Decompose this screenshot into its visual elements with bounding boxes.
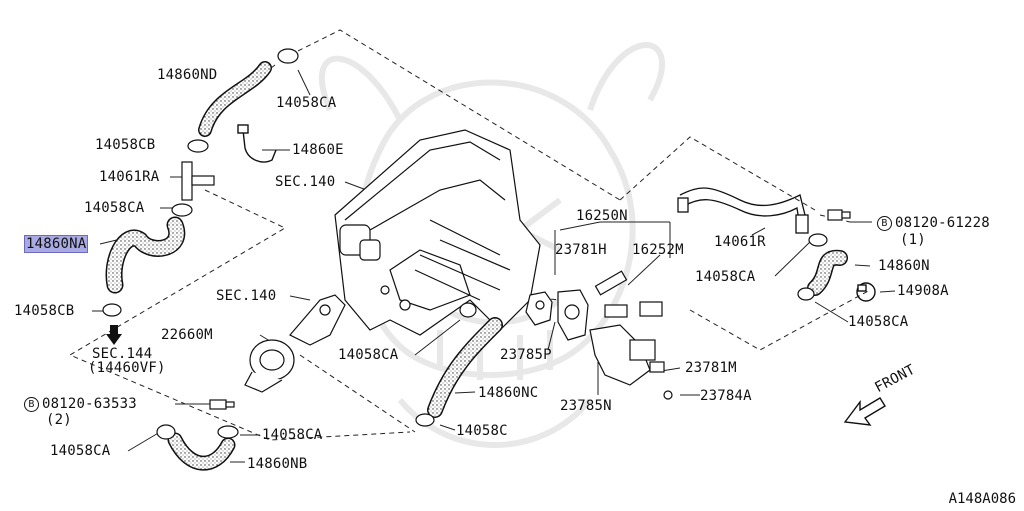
part-label-23785p[interactable]: 23785P [500, 347, 552, 363]
part-label-14058cb[interactable]: 14058CB [14, 303, 75, 319]
part-label-23784a[interactable]: 23784A [700, 388, 752, 404]
part-label-14860e[interactable]: 14860E [292, 142, 344, 158]
part-label-14860nd[interactable]: 14860ND [157, 67, 218, 83]
down-arrow-icon [106, 325, 122, 345]
bolt-part-number: 08120-63533 [42, 396, 137, 412]
clamps [102, 48, 828, 440]
clamp-14908a [856, 282, 876, 302]
bolt-marker-b-icon: B [877, 216, 892, 231]
intake-manifold [334, 129, 541, 336]
hose-14860nc [427, 317, 503, 418]
part-label-14058ca[interactable]: 14058CA [276, 95, 337, 111]
iacv-assembly [525, 270, 673, 400]
part-label-14058ca[interactable]: 14058CA [848, 314, 909, 330]
part-label-14860nb[interactable]: 14860NB [247, 456, 308, 472]
part-label-14058c[interactable]: 14058C [456, 423, 508, 439]
part-label-16250n[interactable]: 16250N [576, 208, 628, 224]
pipe-14061r [677, 187, 809, 234]
section-ref-sec144-sub: (14460VF) [88, 360, 166, 376]
part-label-23781m[interactable]: 23781M [685, 360, 737, 376]
part-label-14860n[interactable]: 14860N [878, 258, 930, 274]
part-label-14908a[interactable]: 14908A [897, 283, 949, 299]
valve-22660m [244, 294, 346, 393]
part-label-14058cb[interactable]: 14058CB [95, 137, 156, 153]
part-label-14058ca[interactable]: 14058CA [338, 347, 399, 363]
section-ref-sec144[interactable]: SEC.144 [92, 346, 153, 362]
front-arrow-icon [843, 397, 886, 426]
part-label-14058ca[interactable]: 14058CA [262, 427, 323, 443]
part-label-14061ra[interactable]: 14061RA [99, 169, 160, 185]
bolt-marker-b-icon: B [24, 397, 39, 412]
section-ref-sec140[interactable]: SEC.140 [275, 174, 336, 190]
bolt-part-number: 08120-61228 [895, 215, 990, 231]
figure-code: A148A086 [948, 491, 1016, 507]
part-label-16252m[interactable]: 16252M [632, 242, 684, 258]
part-label-14058ca[interactable]: 14058CA [50, 443, 111, 459]
hose-14860nb [167, 432, 236, 471]
hose-14860n [807, 249, 848, 296]
clip-14860e [237, 124, 277, 163]
joint-14061ra [181, 161, 215, 201]
part-label-23781h[interactable]: 23781H [555, 242, 607, 258]
part-label-22660m[interactable]: 22660M [161, 327, 213, 343]
hose-14860na [105, 216, 186, 294]
part-label-14058ca[interactable]: 14058CA [695, 269, 756, 285]
bolt-quantity: (1) [900, 232, 926, 248]
part-label-14058ca[interactable]: 14058CA [84, 200, 145, 216]
hose-14860nd [198, 61, 272, 137]
part-label-14061r[interactable]: 14061R [714, 234, 766, 250]
part-label-14860nc[interactable]: 14860NC [478, 385, 539, 401]
section-ref-sec140[interactable]: SEC.140 [216, 288, 277, 304]
part-label-14860na-selected[interactable]: 14860NA [23, 235, 89, 253]
bolt-quantity: (2) [46, 412, 72, 428]
bolts [209, 209, 851, 410]
part-label-23785n[interactable]: 23785N [560, 398, 612, 414]
